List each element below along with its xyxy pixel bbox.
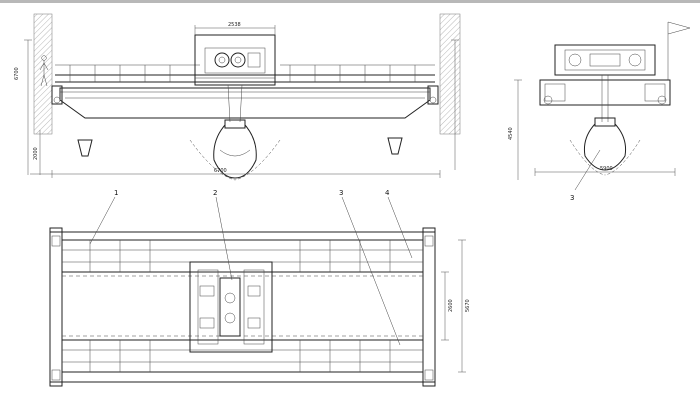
- callout-1: 1: [114, 189, 118, 197]
- left-clearance-dimension: 2000: [33, 147, 39, 160]
- plan-trolley: [189, 261, 273, 353]
- side-span-dimension: 5900: [600, 166, 613, 172]
- operator-figure: [39, 55, 49, 87]
- side-height-dimension: 4540: [508, 127, 514, 140]
- side-callout-3: 3: [570, 194, 574, 202]
- plan-view: 2600 5670 1 2 3 4: [49, 189, 471, 387]
- front-elevation-view: 2538 6700 6700 2000: [14, 13, 461, 181]
- side-elevation-view: 5900 4540 3: [508, 21, 691, 202]
- lower-girder: [61, 339, 424, 373]
- plan-dim-a: 2600: [448, 299, 454, 312]
- left-end-carriage: [51, 85, 63, 105]
- right-end-truck: [422, 227, 436, 387]
- right-hook: [387, 137, 403, 155]
- trolley: [194, 34, 276, 86]
- grab-bucket: [213, 119, 257, 179]
- left-end-truck: [49, 227, 63, 387]
- left-height-dimension: 6700: [14, 67, 20, 80]
- plan-dim-b: 5670: [465, 299, 471, 312]
- trolley-dimension: 2538: [228, 22, 241, 28]
- callout-4: 4: [385, 189, 390, 197]
- upper-girder: [61, 239, 424, 273]
- girder-stiffeners: [89, 240, 391, 372]
- right-wall: [439, 13, 461, 135]
- walkway-railing: [69, 65, 416, 82]
- right-end-carriage: [427, 85, 439, 105]
- callout-3: 3: [339, 189, 343, 197]
- hook-span-dimension: 6700: [214, 168, 227, 174]
- top-border: [0, 0, 700, 3]
- side-grab-bucket: [584, 117, 626, 171]
- left-wall: [33, 13, 53, 135]
- callout-2: 2: [213, 189, 217, 197]
- left-hook: [77, 139, 93, 157]
- main-girder: [59, 87, 431, 119]
